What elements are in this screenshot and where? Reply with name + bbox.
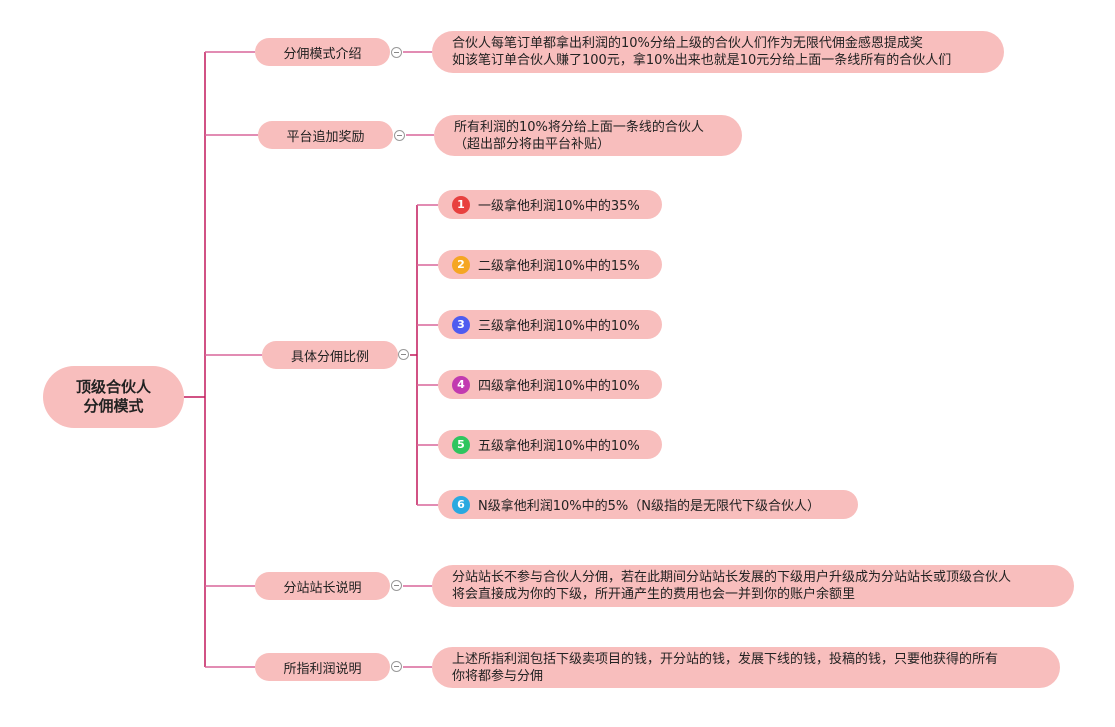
root-title-line2: 分佣模式 [83,397,144,415]
ratio-item-5[interactable]: 5 五级拿他利润10%中的10% [438,430,662,459]
detail-profit-definition[interactable]: 上述所指利润包括下级卖项目的钱，开分站的钱，发展下线的钱，投稿的钱，只要他获得的… [432,647,1060,688]
branch-label: 分站站长说明 [283,580,362,596]
number-badge-icon: 4 [452,375,470,394]
detail-line: （超出部分将由平台补贴） [454,136,611,152]
detail-platform-bonus[interactable]: 所有利润的10%将分给上面一条线的合伙人 （超出部分将由平台补贴） [434,115,742,156]
detail-line: 合伙人每笔订单都拿出利润的10%分给上级的合伙人们作为无限代佣金感恩提成奖 [452,36,923,51]
ratio-text: 四级拿他利润10%中的10% [478,379,640,394]
detail-line: 所有利润的10%将分给上面一条线的合伙人 [454,119,704,135]
ratio-item-4[interactable]: 4 四级拿他利润10%中的10% [438,370,662,399]
branch-label: 所指利润说明 [283,661,362,677]
number-badge-icon: 3 [452,315,470,334]
collapse-icon[interactable] [394,130,405,141]
detail-commission-intro[interactable]: 合伙人每笔订单都拿出利润的10%分给上级的合伙人们作为无限代佣金感恩提成奖 如该… [432,31,1004,73]
ratio-text: 二级拿他利润10%中的15% [478,259,640,274]
branch-commission-intro[interactable]: 分佣模式介绍 [255,38,390,66]
ratio-text: 五级拿他利润10%中的10% [478,439,640,454]
detail-line: 你将都参与分佣 [452,668,544,684]
collapse-icon[interactable] [391,580,402,591]
ratio-item-6[interactable]: 6 N级拿他利润10%中的5%（N级指的是无限代下级合伙人） [438,490,858,519]
root-title-line1: 顶级合伙人 [75,378,151,396]
detail-station-manager[interactable]: 分站站长不参与合伙人分佣，若在此期间分站站长发展的下级用户升级成为分站站长或顶级… [432,565,1074,607]
root-node[interactable]: 顶级合伙人 分佣模式 [43,366,184,428]
collapse-icon[interactable] [391,47,402,58]
collapse-icon[interactable] [391,661,402,672]
ratio-item-2[interactable]: 2 二级拿他利润10%中的15% [438,250,662,279]
ratio-text: 一级拿他利润10%中的35% [478,199,640,214]
detail-line: 上述所指利润包括下级卖项目的钱，开分站的钱，发展下线的钱，投稿的钱，只要他获得的… [452,651,999,667]
number-badge-icon: 5 [452,435,470,454]
branch-profit-definition[interactable]: 所指利润说明 [255,653,390,681]
branch-commission-ratio[interactable]: 具体分佣比例 [262,341,398,369]
branch-platform-bonus[interactable]: 平台追加奖励 [258,121,393,149]
number-badge-icon: 1 [452,195,470,214]
branch-label: 具体分佣比例 [290,349,369,365]
ratio-item-1[interactable]: 1 一级拿他利润10%中的35% [438,190,662,219]
ratio-text: N级拿他利润10%中的5%（N级指的是无限代下级合伙人） [478,499,820,514]
detail-line: 如该笔订单合伙人赚了100元，拿10%出来也就是10元分给上面一条线所有的合伙人… [452,53,952,68]
branch-label: 分佣模式介绍 [283,46,362,62]
number-badge-icon: 2 [452,255,470,274]
branch-station-manager[interactable]: 分站站长说明 [255,572,390,600]
ratio-item-3[interactable]: 3 三级拿他利润10%中的10% [438,310,662,339]
detail-line: 将会直接成为你的下级，所开通产生的费用也会一并到你的账户余额里 [452,587,856,602]
detail-line: 分站站长不参与合伙人分佣，若在此期间分站站长发展的下级用户升级成为分站站长或顶级… [452,570,1012,585]
collapse-icon[interactable] [398,349,409,360]
ratio-text: 三级拿他利润10%中的10% [478,319,640,334]
branch-label: 平台追加奖励 [286,129,365,145]
number-badge-icon: 6 [452,495,470,514]
